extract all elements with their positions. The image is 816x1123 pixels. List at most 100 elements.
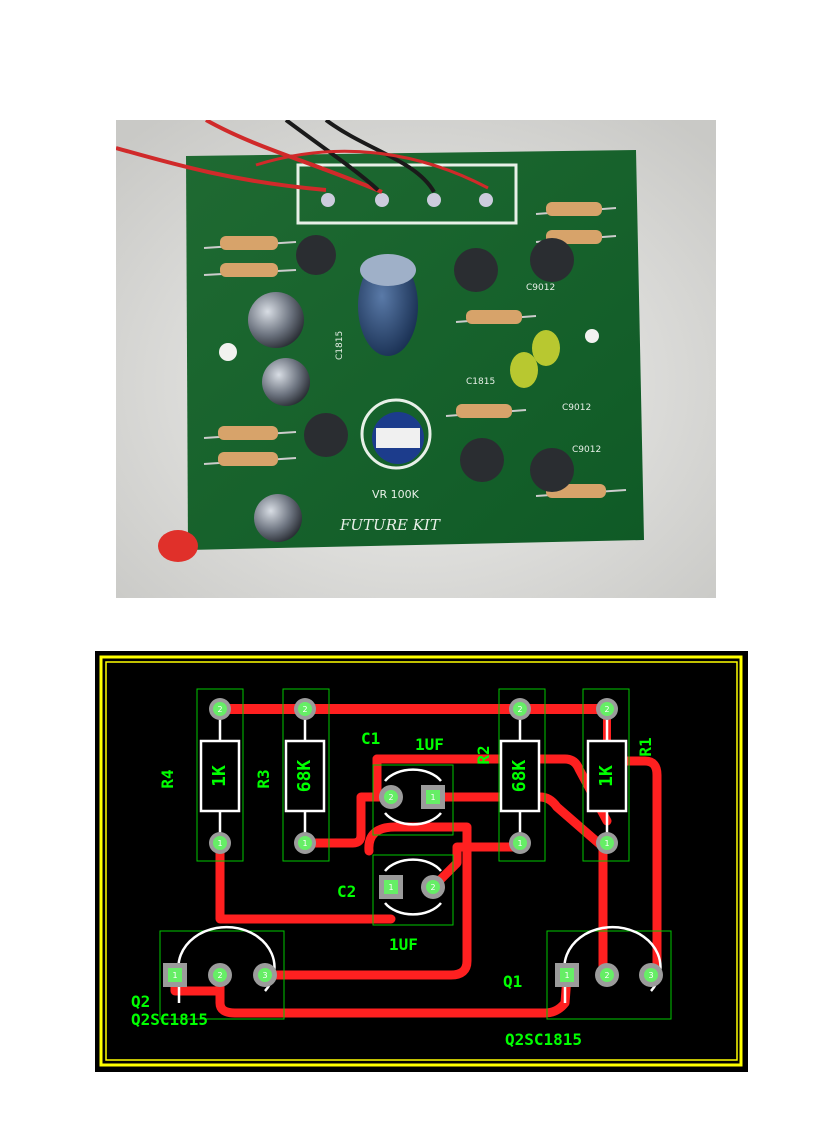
resistor [203,452,297,466]
mounting-hole [585,329,599,343]
electrolytic-capacitor [262,358,310,406]
pad: 2 [294,698,316,720]
pad: 1 [209,832,231,854]
pad-pin-label: 1 [172,971,177,980]
transistor [454,248,498,292]
pad-pin-label: 1 [564,971,569,980]
r4-frame [196,688,244,862]
pad: 1 [555,963,579,987]
pad: 1 [421,785,445,809]
connector-pin [479,193,493,207]
pad-pin-label: 2 [217,705,222,714]
red-wire [255,149,489,190]
resistor-r4: 1K [199,739,241,813]
trace [215,970,572,1018]
red-wire [116,146,327,192]
connector-pin [321,193,335,207]
r2-frame [498,688,546,862]
pcb-layout-diagram: 1K 68K 68K 1K 2 1 2 1 2 1 2 1 2 1 1 [95,651,748,1072]
pad: 2 [596,698,618,720]
pad-pin-label: 3 [262,971,267,980]
trace [215,838,396,924]
pad-pin-label: 1 [517,839,522,848]
pad: 2 [208,963,232,987]
pad: 2 [209,698,231,720]
pad: 2 [509,698,531,720]
q2-frame [159,930,285,1020]
resistor-r3: 68K [284,739,326,813]
pad-pin-label: 2 [604,971,609,980]
connector-pin [375,193,389,207]
pad: 2 [595,963,619,987]
r3-frame [282,688,330,862]
ref-q2: Q2 [131,992,150,1011]
transistor [460,438,504,482]
silk-print: C1815 [466,377,495,387]
r1-frame [582,688,630,862]
electrolytic-capacitor [254,494,302,542]
silk-print: C9012 [526,283,555,293]
ref-c2: C2 [337,882,356,901]
resistor [455,310,537,324]
pot-label: VR 100K [372,488,420,501]
trace [262,822,472,980]
connector-pin [427,193,441,207]
trace [428,792,608,976]
component-frames [159,688,672,1020]
pad: 3 [639,963,663,987]
pad-pin-label: 2 [217,971,222,980]
pad-pin-label: 1 [604,839,609,848]
pad: 3 [253,963,277,987]
pad-pin-label: 1 [388,883,393,892]
pad-pin-label: 3 [648,971,653,980]
pad: 2 [421,875,445,899]
transistor [530,238,574,282]
pad-pin-label: 1 [430,793,435,802]
c2-frame [372,854,454,926]
resistor-value-r3: 68K [294,760,315,793]
silk-print: C9012 [562,403,591,413]
trace [428,842,525,892]
board-outline-inner [105,661,738,1061]
resistor-value-r1: 1K [596,765,617,787]
resistor [203,426,297,440]
capacitor-top [360,254,416,286]
ref-r4: R4 [158,769,177,788]
value-c1: 1UF [415,735,444,754]
part-q2: Q2SC1815 [131,1010,208,1029]
pad-pin-label: 1 [217,839,222,848]
assembled-kit-photo: VR 100K FUTURE KIT C9012 C9012 C9012 C18… [116,120,716,598]
resistor [203,263,297,277]
resistor [535,202,617,216]
pad: 1 [163,963,187,987]
potentiometer-outline [360,398,432,470]
red-wire [205,120,383,194]
mounting-hole [219,343,237,361]
trace [300,792,396,848]
pad-pin-label: 2 [388,793,393,802]
transistor [296,235,336,275]
value-c2: 1UF [389,935,418,954]
pads: 2 1 2 1 2 1 2 1 2 1 1 2 1 2 3 1 2 3 [163,698,663,987]
q1-frame [546,930,672,1020]
ref-r1: R1 [636,737,655,756]
capacitor-outlines [384,768,442,916]
pad: 1 [379,875,403,899]
pad: 1 [294,832,316,854]
red-led [158,530,198,562]
pad-pin-label: 2 [430,883,435,892]
silk-print: C9012 [572,445,601,455]
pad: 1 [596,832,618,854]
black-wire [284,120,380,192]
kit-logo: FUTURE KIT [339,516,441,534]
potentiometer-body [376,428,420,448]
resistor-value-r4: 1K [209,765,230,787]
board-outline-outer [99,655,743,1067]
resistor-r1: 1K [586,739,628,813]
pad-pin-label: 1 [302,839,307,848]
pad-pin-label: 2 [517,705,522,714]
ref-r2: R2 [474,745,493,764]
transistor [304,413,348,457]
part-q1: Q2SC1815 [505,1030,582,1049]
silk-print: C1815 [335,331,345,360]
